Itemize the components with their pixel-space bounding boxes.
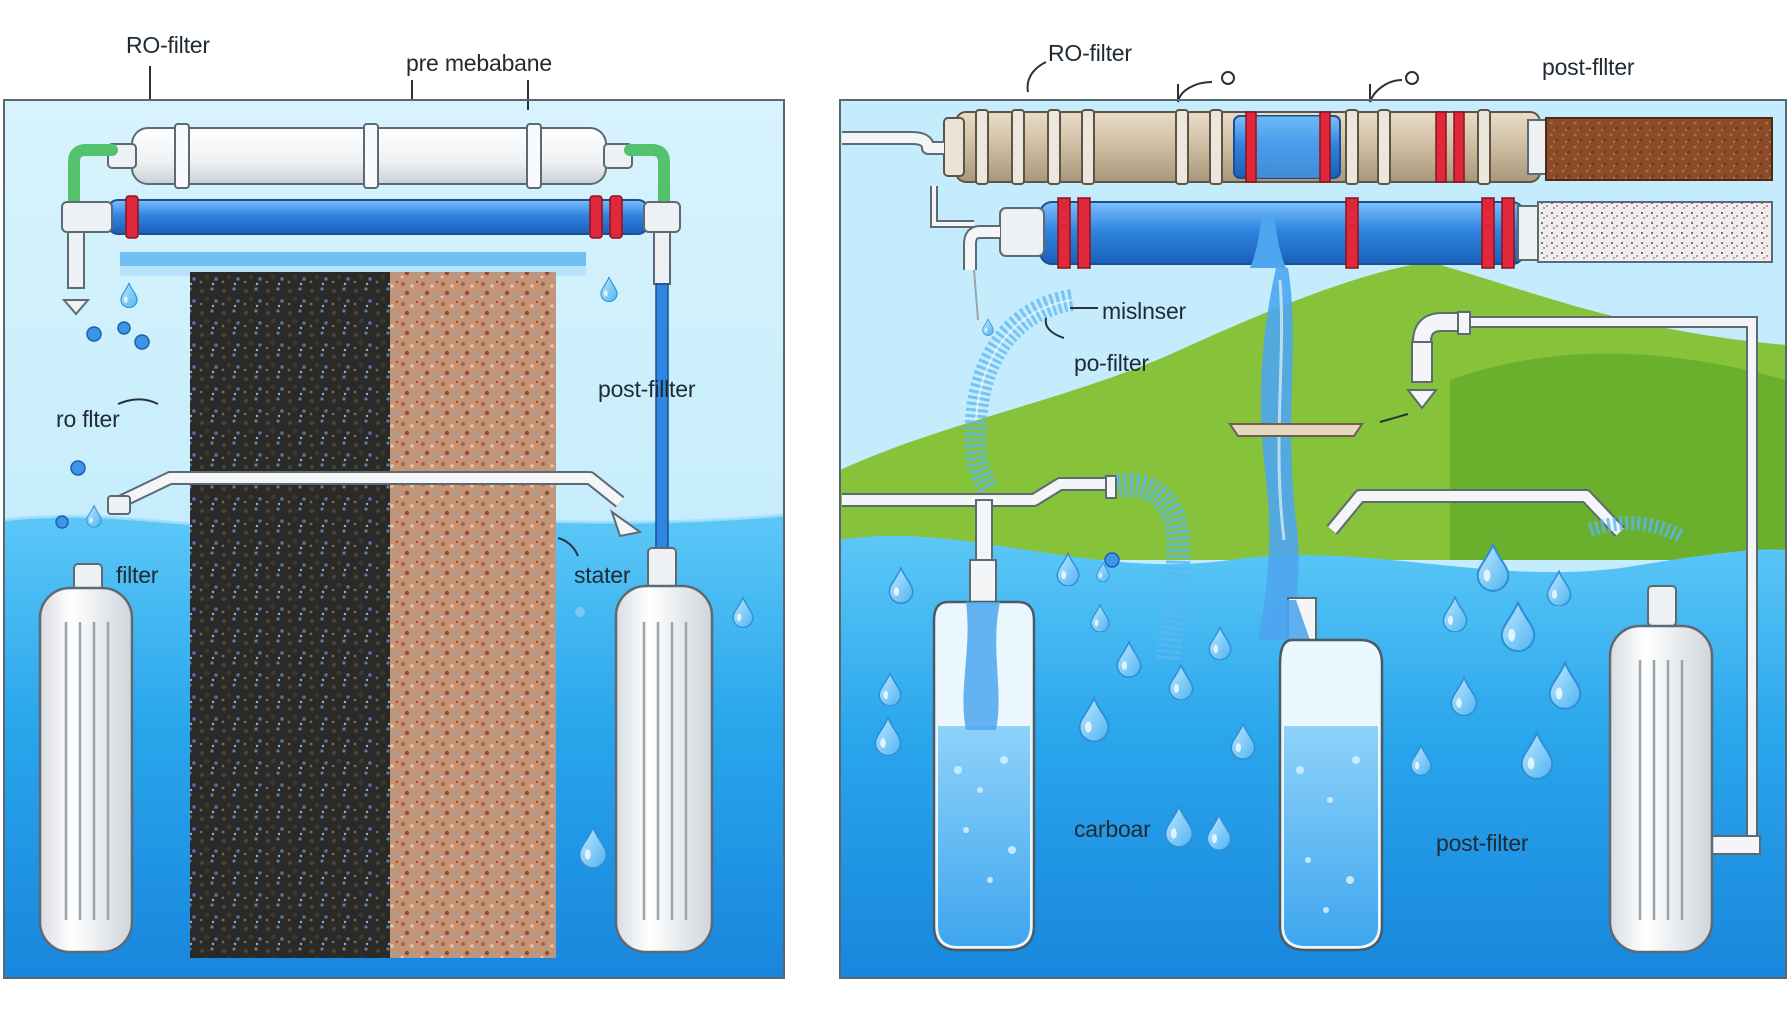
carbon-jar bbox=[932, 559, 1036, 952]
label-po-filter: po-filter bbox=[1074, 350, 1149, 376]
far-right-storage-tank bbox=[1608, 585, 1714, 954]
sediment-media-block bbox=[390, 272, 556, 958]
label-pre-membrane: pre mebabane bbox=[406, 50, 552, 76]
label-post-filter-left: post-fillter bbox=[598, 376, 696, 402]
left-panel-border bbox=[3, 99, 785, 979]
ro-membrane-housing bbox=[107, 123, 633, 189]
carbon-media-block bbox=[190, 272, 390, 958]
label-carboar: carboar bbox=[1074, 816, 1151, 842]
label-stater: stater bbox=[574, 562, 631, 588]
left-storage-tank bbox=[38, 563, 134, 954]
post-filter-jar bbox=[1258, 597, 1384, 952]
label-filter: filter bbox=[116, 562, 159, 588]
right-storage-tank bbox=[614, 547, 714, 954]
ro-membrane-tube-right bbox=[930, 186, 1773, 270]
sediment-cartridge-housing bbox=[943, 109, 1773, 185]
label-ro-filter-top-right: RO-filter bbox=[1048, 40, 1132, 66]
label-post-filter-bottom: post-filter bbox=[1436, 830, 1529, 856]
label-ro-filter-top-left: RO-filter bbox=[126, 32, 210, 58]
label-mislnser: mislnser bbox=[1102, 298, 1187, 324]
right-panel-border bbox=[839, 99, 1787, 979]
left-panel bbox=[3, 66, 785, 979]
ro-membrane-tube bbox=[61, 195, 681, 239]
right-panel bbox=[839, 61, 1787, 979]
label-ro-filter-side: ro flter bbox=[56, 406, 120, 432]
label-post-filter-top-right: post-fllter bbox=[1542, 54, 1635, 80]
